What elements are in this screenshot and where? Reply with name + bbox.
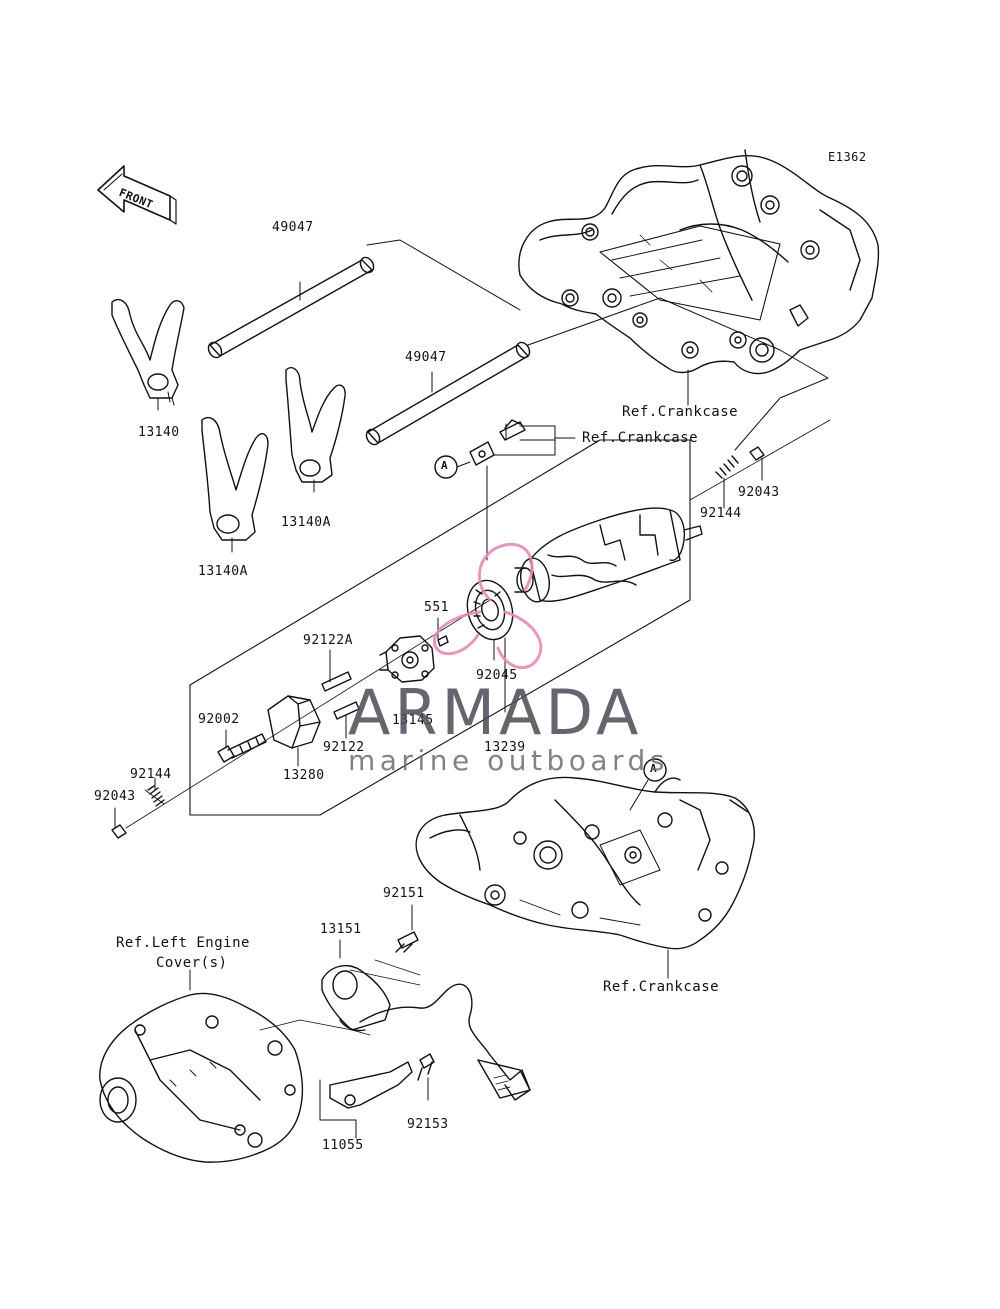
pin-551 <box>437 617 449 647</box>
bolt-92002 <box>217 729 267 763</box>
ref-crankcase-top: Ref.Crankcase <box>622 404 739 420</box>
diagram-code: E1362 <box>828 150 867 164</box>
shift-fork-left <box>111 298 185 411</box>
spring-left <box>144 777 165 807</box>
left-engine-cover <box>99 969 304 1163</box>
watermark-brand: ARMADA <box>348 676 643 749</box>
ref-left-cover-line1: Ref.Left Engine <box>116 935 250 951</box>
label-92045: 92045 <box>476 668 518 683</box>
shift-drum <box>504 507 703 713</box>
label-551: 551 <box>424 600 449 615</box>
label-92122: 92122 <box>323 740 365 755</box>
pin-92122a <box>321 649 352 692</box>
label-13151: 13151 <box>320 922 362 937</box>
label-92043-right: 92043 <box>738 485 780 500</box>
shift-rod-lower <box>365 341 531 446</box>
bolt-92153 <box>417 1053 435 1101</box>
label-13239: 13239 <box>484 740 526 755</box>
bracket-11055 <box>319 1061 413 1139</box>
bearing <box>466 579 514 661</box>
label-92151: 92151 <box>383 886 425 901</box>
ref-crankcase-bottom: Ref.Crankcase <box>603 979 720 995</box>
label-13140a-right: 13140A <box>281 515 331 530</box>
label-49047-lower: 49047 <box>405 350 447 365</box>
label-92122a: 92122A <box>303 633 353 648</box>
watermark-tagline: marine outboards <box>348 744 669 777</box>
label-13140a-mid: 13140A <box>198 564 248 579</box>
label-92144-right: 92144 <box>700 506 742 521</box>
marker-a-upper-label: A <box>441 459 449 472</box>
switch-bolt-92151 <box>395 904 419 953</box>
ref-crankcase-bolt: Ref.Crankcase <box>582 430 699 446</box>
marker-a-lower-label: A <box>650 762 658 775</box>
front-arrow-icon <box>97 165 177 225</box>
spring-right <box>715 455 739 509</box>
label-92153: 92153 <box>407 1117 449 1132</box>
shift-fork-mid <box>201 416 269 553</box>
label-13145: 13145 <box>392 713 434 728</box>
stopper-plate-bolt <box>469 419 576 466</box>
ref-left-cover-line2: Cover(s) <box>156 955 228 971</box>
label-92002: 92002 <box>198 712 240 727</box>
armada-logo-icon <box>432 542 543 669</box>
label-11055: 11055 <box>322 1138 364 1153</box>
upper-crankcase <box>518 149 880 375</box>
shift-rod-upper <box>207 256 375 359</box>
label-13280: 13280 <box>283 768 325 783</box>
neutral-switch <box>259 939 531 1101</box>
plunger-left <box>111 807 127 839</box>
lower-crankcase <box>415 776 755 979</box>
holder-13280 <box>267 695 321 767</box>
label-13140: 13140 <box>138 425 180 440</box>
label-92144-left: 92144 <box>130 767 172 782</box>
label-92043-left: 92043 <box>94 789 136 804</box>
plunger-right <box>749 446 765 481</box>
shift-cam <box>379 635 435 683</box>
marker-a-lower <box>643 758 667 782</box>
pin-92122 <box>333 701 360 739</box>
label-49047-upper: 49047 <box>272 220 314 235</box>
shift-fork-right <box>285 366 346 493</box>
